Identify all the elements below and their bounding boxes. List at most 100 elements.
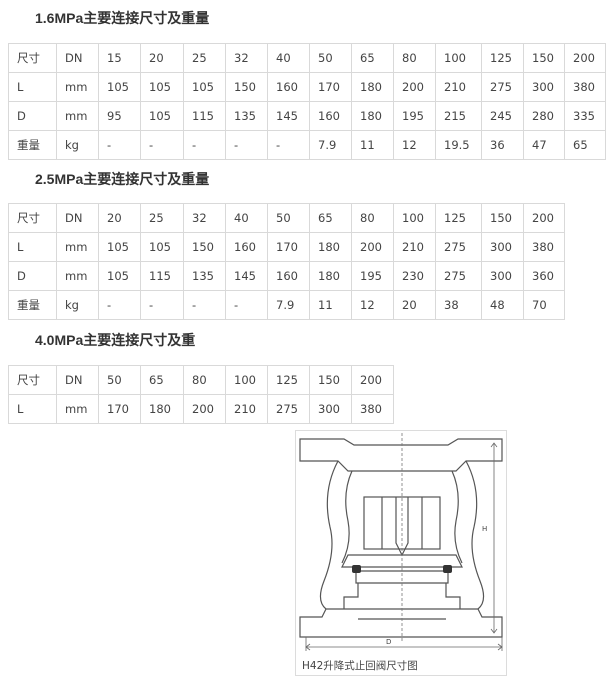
diameter-dimension-label: D xyxy=(386,638,391,646)
table-cell-c1: 170 xyxy=(98,394,141,424)
table-cell-c9: 215 xyxy=(435,101,482,131)
table-cell-c1: 105 xyxy=(98,72,141,102)
table-cell-c9: 275 xyxy=(435,232,482,262)
table-cell-dn: DN xyxy=(56,365,99,395)
table-cell-c12: 200 xyxy=(564,43,606,73)
table-cell-size: 重量 xyxy=(8,130,57,160)
table-cell-c3: 25 xyxy=(183,43,226,73)
table-cell-c10: 245 xyxy=(481,101,524,131)
table-cell-c5: 275 xyxy=(267,394,310,424)
table-cell-c4: - xyxy=(225,290,268,320)
table-cell-c1: - xyxy=(98,290,141,320)
table-cell-size: 重量 xyxy=(8,290,57,320)
table-cell-c6: 11 xyxy=(309,290,352,320)
table-cell-dn: mm xyxy=(56,232,99,262)
table-cell-size: L xyxy=(8,72,57,102)
table-cell-dn: DN xyxy=(56,203,99,233)
table-cell-c4: 145 xyxy=(225,261,268,291)
table-cell-c10: 125 xyxy=(481,43,524,73)
table-cell-c6: 300 xyxy=(309,394,352,424)
table-cell-c3: - xyxy=(183,130,226,160)
valve-cross-section-drawing: H D xyxy=(299,433,503,651)
table-cell-c3: 80 xyxy=(183,365,226,395)
section-heading-4-0mpa: 4.0MPa主要连接尺寸及重 xyxy=(35,332,196,348)
table-cell-dn: mm xyxy=(56,101,99,131)
table-cell-c2: 180 xyxy=(140,394,184,424)
table-cell-c9: 100 xyxy=(435,43,482,73)
table-cell-c8: 210 xyxy=(393,232,436,262)
table-cell-c9: 210 xyxy=(435,72,482,102)
table-cell-c6: 7.9 xyxy=(309,130,352,160)
table-cell-c8: 230 xyxy=(393,261,436,291)
table-cell-size: D xyxy=(8,261,57,291)
table-cell-c5: 7.9 xyxy=(267,290,310,320)
table-cell-c1: 105 xyxy=(98,261,141,291)
table-cell-size: 尺寸 xyxy=(8,365,57,395)
table-cell-c5: 50 xyxy=(267,203,310,233)
table-cell-c5: 125 xyxy=(267,365,310,395)
table-cell-dn: mm xyxy=(56,394,99,424)
table-cell-c1: 50 xyxy=(98,365,141,395)
table-cell-c3: 150 xyxy=(183,232,226,262)
table-cell-c12: 380 xyxy=(564,72,606,102)
table-cell-c1: 20 xyxy=(98,203,141,233)
table-cell-c11: 70 xyxy=(523,290,565,320)
table-cell-dn: mm xyxy=(56,261,99,291)
table-cell-c4: 135 xyxy=(225,101,268,131)
table-cell-c11: 380 xyxy=(523,232,565,262)
table-cell-c6: 160 xyxy=(309,101,352,131)
table-cell-c7: 200 xyxy=(351,365,394,395)
table-cell-c12: 335 xyxy=(564,101,606,131)
table-cell-c4: 160 xyxy=(225,232,268,262)
table-cell-c5: 160 xyxy=(267,261,310,291)
table-cell-c8: 20 xyxy=(393,290,436,320)
table-cell-c7: 195 xyxy=(351,261,394,291)
table-cell-c5: - xyxy=(267,130,310,160)
section-heading-2-5mpa: 2.5MPa主要连接尺寸及重量 xyxy=(35,171,210,187)
table-cell-c11: 200 xyxy=(523,203,565,233)
table-cell-c7: 180 xyxy=(351,72,394,102)
table-cell-c7: 80 xyxy=(351,203,394,233)
table-cell-size: D xyxy=(8,101,57,131)
table-cell-dn: kg xyxy=(56,290,99,320)
table-cell-c4: 40 xyxy=(225,203,268,233)
table-cell-c10: 48 xyxy=(481,290,524,320)
table-cell-c2: 105 xyxy=(140,101,184,131)
table-cell-c7: 11 xyxy=(351,130,394,160)
table-cell-dn: mm xyxy=(56,72,99,102)
table-cell-c5: 40 xyxy=(267,43,310,73)
table-cell-c8: 12 xyxy=(393,130,436,160)
table-cell-c8: 80 xyxy=(393,43,436,73)
table-cell-c11: 300 xyxy=(523,72,565,102)
table-cell-c10: 275 xyxy=(481,72,524,102)
table-cell-c9: 38 xyxy=(435,290,482,320)
table-cell-c2: 20 xyxy=(140,43,184,73)
table-cell-c6: 170 xyxy=(309,72,352,102)
table-cell-c1: 95 xyxy=(98,101,141,131)
table-cell-size: 尺寸 xyxy=(8,43,57,73)
height-dimension-label: H xyxy=(482,525,487,533)
table-cell-c8: 195 xyxy=(393,101,436,131)
table-cell-c5: 145 xyxy=(267,101,310,131)
section-heading-1-6mpa: 1.6MPa主要连接尺寸及重量 xyxy=(35,10,210,26)
table-cell-c3: 135 xyxy=(183,261,226,291)
table-cell-c1: 15 xyxy=(98,43,141,73)
table-cell-c3: 200 xyxy=(183,394,226,424)
table-cell-dn: kg xyxy=(56,130,99,160)
table-cell-c2: 25 xyxy=(140,203,184,233)
table-cell-c1: - xyxy=(98,130,141,160)
table-cell-size: L xyxy=(8,394,57,424)
table-cell-size: 尺寸 xyxy=(8,203,57,233)
table-cell-c8: 200 xyxy=(393,72,436,102)
valve-drawing-frame: H D xyxy=(295,430,507,676)
